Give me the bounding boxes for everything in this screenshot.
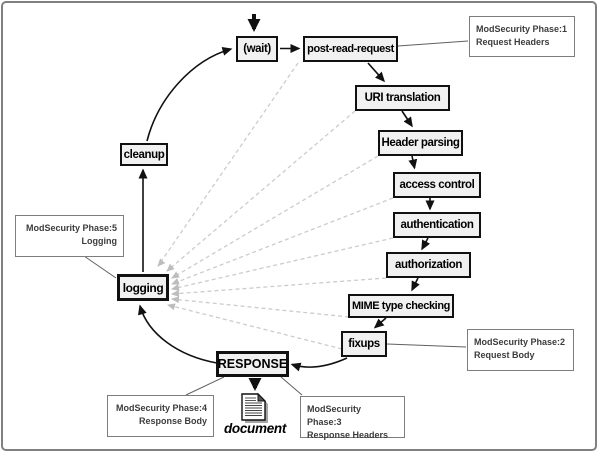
dashed-mime-to-logging [171, 298, 350, 318]
callout-line: Request Headers [476, 37, 550, 48]
callout-modsecurity-phase-4: ModSecurity Phase:4 Response Body [107, 395, 214, 437]
flow-arrows [138, 44, 435, 372]
callout-line: ModSecurity Phase:4 [115, 403, 207, 413]
dashed-logging-arrows [157, 62, 394, 350]
dashed-access-to-logging [171, 197, 394, 285]
node-header-parsing: Header parsing [378, 130, 463, 156]
dashed-uri-to-logging [166, 110, 356, 272]
dashed-post-read-to-logging [157, 62, 299, 267]
arrow-uri-to-header [401, 110, 413, 128]
node-fixups: fixups [341, 331, 387, 357]
node-authorization: authorization [386, 252, 471, 278]
dashed-logging-arrowheads [157, 258, 180, 311]
connector-phase5 [83, 255, 117, 279]
dashed-header-to-logging [171, 155, 379, 279]
arrow-authn-to-authz [421, 237, 431, 251]
node-logging: logging [117, 274, 169, 301]
arrow-fixups-to-response [290, 357, 348, 372]
arrow-header-to-access [408, 155, 418, 170]
connector-phase1 [397, 40, 469, 47]
node-response: RESPONSE [216, 351, 289, 377]
callout-line: ModSecurity Phase:1 [476, 24, 568, 34]
thick-arrows [247, 14, 262, 391]
dashed-authn-to-logging [171, 237, 394, 290]
callout-line: Response Headers [307, 430, 389, 441]
callout-line: ModSecurity Phase:3 [307, 404, 362, 428]
arrow-response-to-logging [138, 304, 218, 364]
node-access-control: access control [393, 172, 481, 198]
dashed-authz-to-logging [171, 277, 387, 295]
node-cleanup: cleanup [120, 143, 168, 166]
callout-connectors [83, 40, 469, 396]
document-icon [241, 392, 268, 423]
callout-modsecurity-phase-2: ModSecurity Phase:2 Request Body [467, 329, 574, 371]
node-mime-type-checking: MIME type checking [348, 294, 454, 318]
callout-line: Response Body [138, 416, 207, 427]
arrow-post-read-to-uri [367, 62, 385, 83]
callout-line: Logging [81, 236, 118, 247]
dashed-fixups-to-logging [167, 304, 343, 350]
arrow-mime-to-fixups [373, 317, 387, 329]
callout-line: ModSecurity Phase:2 [474, 337, 566, 347]
callout-line: ModSecurity Phase:5 [25, 223, 117, 233]
connector-phase2 [386, 343, 467, 348]
arrow-authz-to-mime [411, 277, 420, 292]
callout-modsecurity-phase-3: ModSecurity Phase:3 Response Headers [300, 396, 405, 440]
arrow-cleanup-to-wait [146, 46, 233, 142]
document-label: document [223, 421, 287, 436]
node-authentication: authentication [393, 212, 481, 238]
callout-line: Request Body [474, 350, 535, 361]
node-post-read-request: post-read-request [303, 36, 398, 62]
callout-modsecurity-phase-5: ModSecurity Phase:5 Logging [15, 215, 124, 257]
node-wait: (wait) [236, 36, 278, 62]
callout-modsecurity-phase-1: ModSecurity Phase:1 Request Headers [469, 16, 575, 57]
node-uri-translation: URI translation [355, 85, 450, 111]
connector-phase4 [185, 376, 225, 396]
connector-phase3 [280, 376, 303, 396]
